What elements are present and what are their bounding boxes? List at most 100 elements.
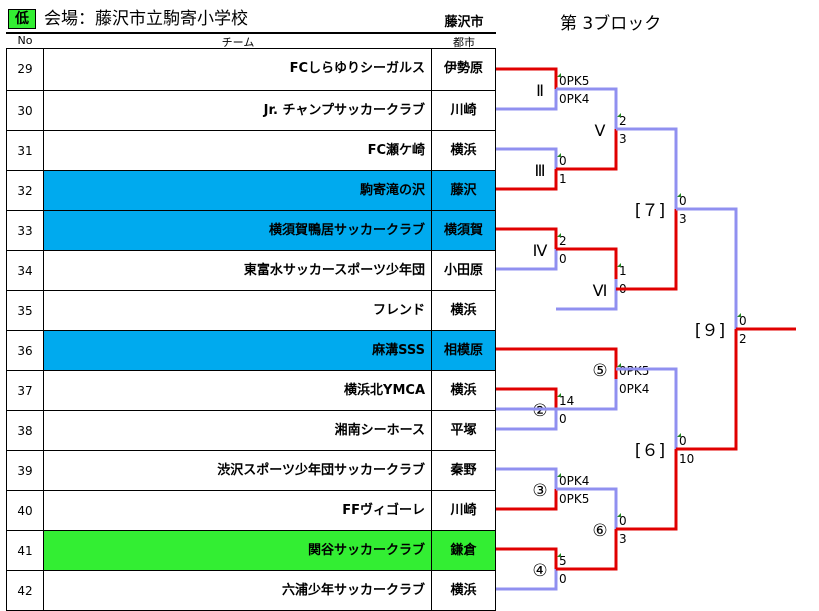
match-label: [９] [695,321,725,341]
bracket-line-bottom [556,129,618,171]
team-city: 横浜 [450,383,477,398]
team-city: 秦野 [450,463,477,478]
score-bottom: 0PK4 [619,382,649,396]
score-bottom: 0 [559,572,567,586]
score-top: 0PK4 [559,474,589,488]
score-bottom: 0 [559,412,567,426]
score-top: 0PK5 [559,74,589,88]
bracket-line-top [496,67,558,89]
team-number: 30 [7,91,44,130]
match-label: [６] [635,441,665,461]
team-city: 横浜 [450,583,477,598]
team-city: 相模原 [432,331,495,370]
venue-title: 会場：藤沢市立駒寄小学校 [44,9,248,29]
team-number: 39 [7,451,44,490]
bracket-line-top [556,87,618,129]
bracket-line-top [676,207,738,329]
score-bottom: 10 [679,452,694,466]
team-city: 藤沢 [432,171,495,210]
host-city: 藤沢市 [444,15,484,30]
match-label: ③ [532,481,547,501]
team-name: 湘南シーホース [44,411,432,450]
bracket-line-bottom [616,449,678,531]
team-city: 川崎 [450,103,477,118]
team-number: 38 [7,411,44,450]
team-name: Jr. チャンプサッカークラブ [44,91,432,130]
team-number: 35 [7,291,44,330]
score-top: 0 [559,154,567,168]
team-number: 29 [7,49,44,90]
score-top: 0 [679,434,687,448]
winner-marker [557,473,561,477]
team-number: 41 [7,531,44,570]
winner-marker [617,513,621,517]
match-label: Ⅱ [536,81,544,100]
score-top: 0 [619,514,627,528]
bracket-line-top [556,487,618,529]
team-number: 37 [7,371,44,410]
score-bottom: 3 [679,212,687,226]
bracket-line-bottom [496,409,558,431]
winner-marker [677,433,681,437]
bracket-line-top [556,247,618,279]
team-city: 川崎 [450,503,477,518]
bracket-line-bottom [496,249,558,271]
winner-marker [557,73,561,77]
team-number: 33 [7,211,44,250]
winner-marker [677,193,681,197]
winner-marker [557,153,561,157]
score-bottom: 1 [559,172,567,186]
category-tag: 低 [8,9,36,29]
team-name: フレンド [44,291,432,330]
team-name: FCしらゆりシーガルス [44,49,432,90]
winner-marker [557,233,561,237]
winner-marker [557,553,561,557]
bracket-line-top [616,367,678,449]
score-bottom: 0PK5 [559,492,589,506]
match-label: ⑥ [592,521,607,541]
team-number: 32 [7,171,44,210]
team-city: 伊勢原 [443,61,483,76]
team-number: 40 [7,491,44,530]
score-bottom: 3 [619,132,627,146]
block-title: 第 3ブロック [560,14,662,34]
column-header-team: チーム [221,36,255,49]
bracket-line-top [496,467,558,489]
bracket-line-top [496,547,558,569]
bracket-line-bottom [556,529,618,571]
team-name: FC瀬ケ崎 [44,131,432,170]
team-number: 34 [7,251,44,290]
winner-marker [617,263,621,267]
score-top: 5 [559,554,567,568]
team-name: 横須賀鴨居サッカークラブ [44,211,432,250]
score-bottom: 2 [739,332,747,346]
team-number: 36 [7,331,44,370]
team-city: 横須賀 [432,211,495,250]
match-label: Ⅲ [534,161,545,180]
score-top: 1 [619,264,627,278]
match-label: Ⅴ [595,121,606,140]
match-label: Ⅳ [533,241,548,260]
column-header-no: No [17,34,33,47]
team-name: 関谷サッカークラブ [44,531,432,570]
bracket-line-bottom [496,569,558,591]
match-label: [７] [635,201,665,221]
winner-marker [737,313,741,317]
score-top: 0PK5 [619,364,649,378]
team-name: 麻溝SSS [44,331,432,370]
team-name: 駒寄滝の沢 [44,171,432,210]
bracket-line-bottom [496,89,558,111]
